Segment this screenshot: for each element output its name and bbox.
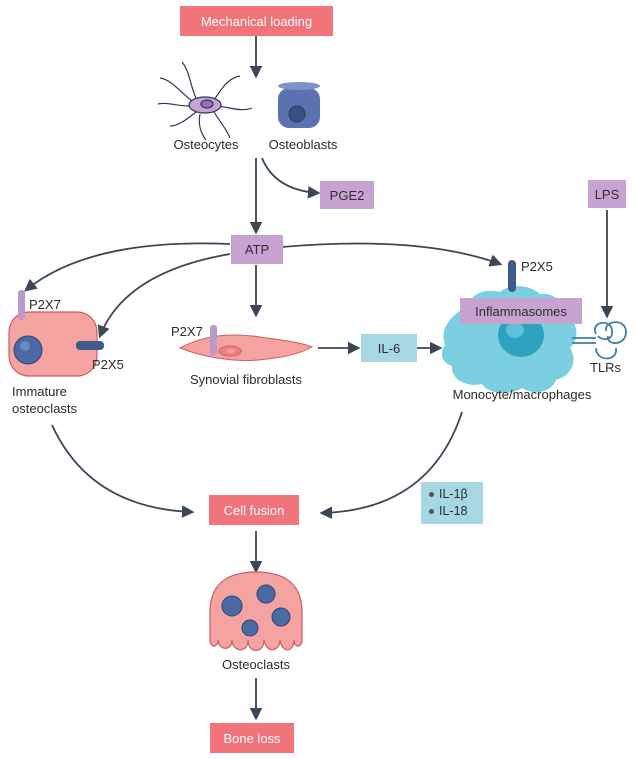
- arrows: [24, 36, 614, 721]
- il18-item: IL-18: [429, 503, 475, 520]
- arrow-osteoclasts-to-fusion: [51, 424, 195, 518]
- osteoclasts-label: Osteoclasts: [222, 657, 290, 672]
- il6-box: IL-6: [361, 334, 417, 362]
- arrow-cells-to-pge2: [261, 157, 321, 199]
- inflammasomes-box: Inflammasomes: [460, 298, 582, 324]
- immature-osteoclasts-label: Immature osteoclasts: [12, 384, 78, 416]
- pge2-box: PGE2: [320, 181, 374, 209]
- p2x5-macrophage-label: P2X5: [521, 259, 553, 274]
- atp-box: ATP: [231, 235, 283, 264]
- mechanical-loading-box: Mechanical loading: [180, 6, 333, 36]
- p2x5-osteoclast-label: P2X5: [92, 357, 124, 372]
- bone-loss-box: Bone loss: [210, 723, 294, 753]
- tlrs-label: TLRs: [590, 360, 622, 375]
- il1b-label: IL-1β: [439, 487, 468, 501]
- il1b-item: IL-1β: [429, 486, 475, 503]
- osteoblasts-label: Osteoblasts: [268, 137, 338, 152]
- il-cytokines-box: IL-1β IL-18: [421, 482, 483, 524]
- arrow-atp-to-p2x5-macrophage: [281, 242, 503, 267]
- arrow-macrophages-to-fusion: [319, 411, 463, 520]
- synovial-fibroblast-cell-icon: [178, 325, 314, 361]
- monocyte-macrophages-label: Monocyte/macrophages: [452, 387, 592, 402]
- osteocytes-label: Osteocytes: [173, 137, 239, 152]
- arrow-atp-to-p2x7: [24, 242, 231, 292]
- p2x7-receptor-icon: [18, 290, 25, 320]
- macrophage-cell-icon: [441, 260, 577, 393]
- p2x7-fibroblast-label: P2X7: [171, 324, 203, 339]
- p2x5-receptor-icon: [76, 341, 104, 350]
- synovial-fibroblasts-label: Synovial fibroblasts: [190, 372, 302, 387]
- osteoblast-cell-icon: [278, 82, 320, 128]
- osteoclast-cell-icon: [209, 571, 303, 652]
- lps-box: LPS: [588, 180, 626, 208]
- cell-fusion-box: Cell fusion: [209, 495, 299, 525]
- immature-osteoclast-cell-icon: [8, 290, 104, 377]
- il18-label: IL-18: [439, 504, 468, 518]
- fibroblast-p2x7-receptor-icon: [210, 325, 217, 355]
- arrow-atp-to-p2x5-osteoclast: [97, 253, 231, 339]
- tlr-receptor-icon: [572, 321, 627, 360]
- p2x7-osteoclast-label: P2X7: [29, 297, 61, 312]
- osteocyte-cell-icon: [157, 61, 253, 141]
- macrophage-p2x5-receptor-icon: [508, 260, 516, 292]
